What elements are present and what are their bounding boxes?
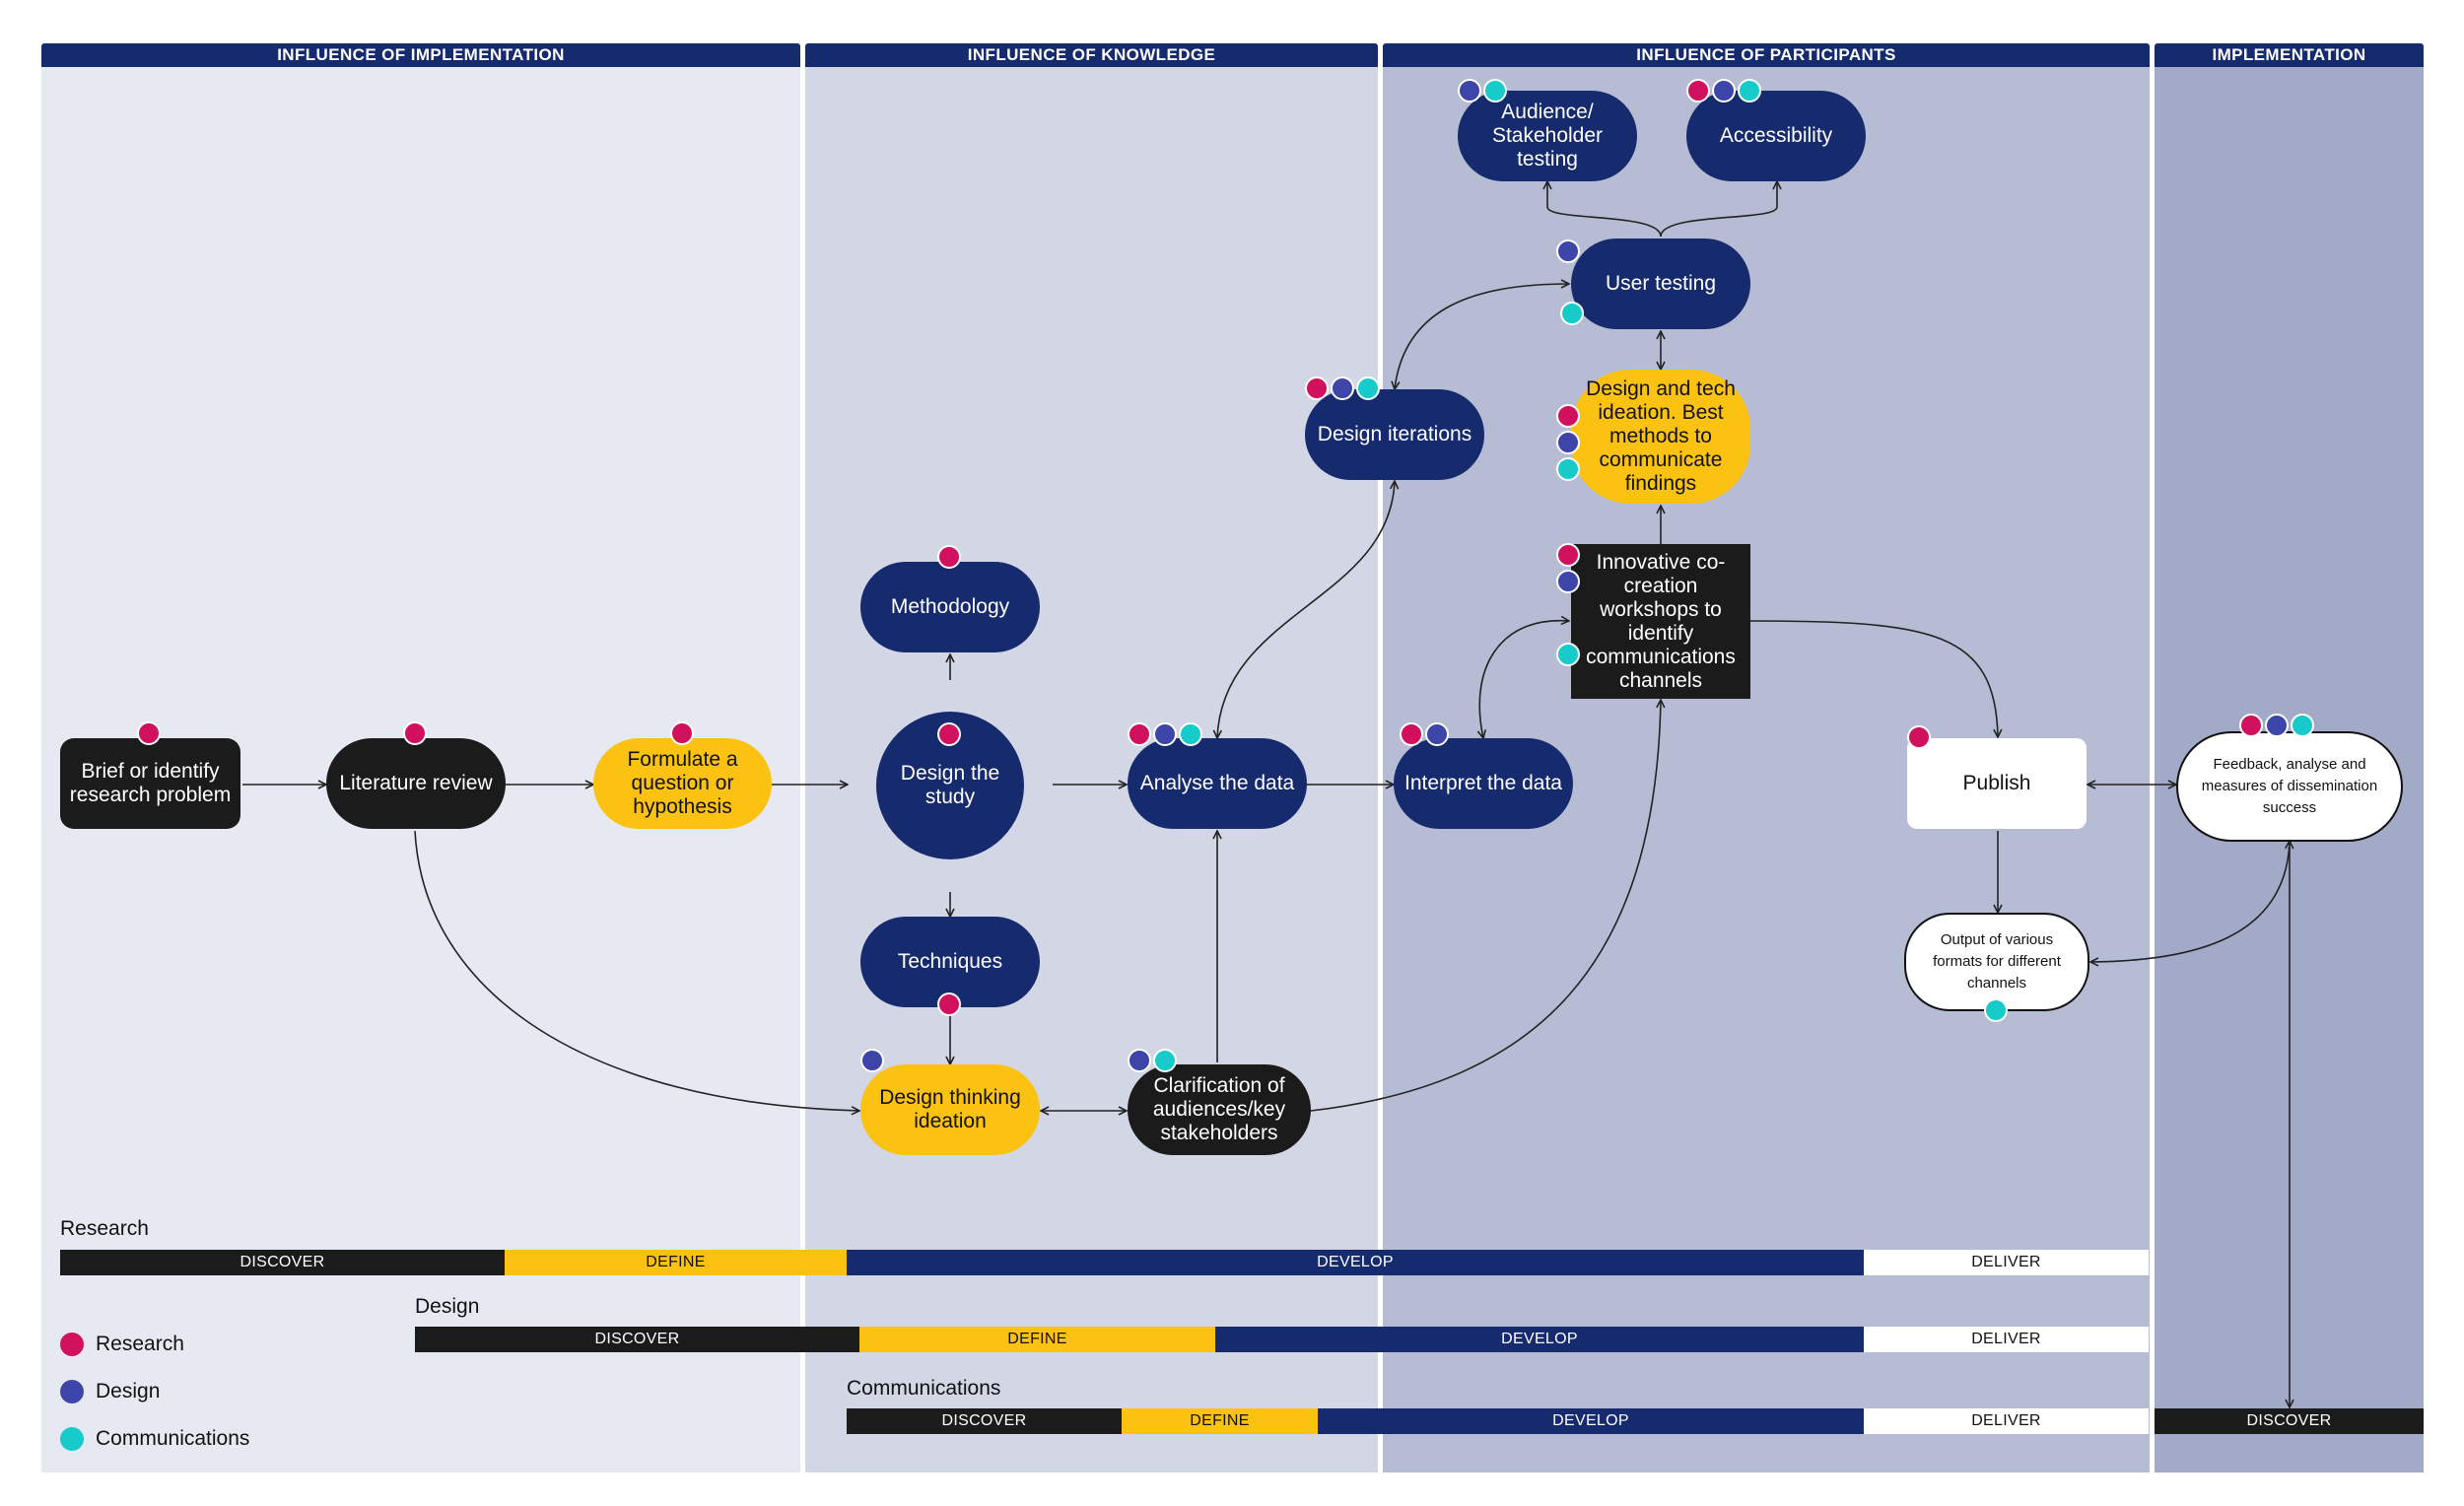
research-dot — [1305, 376, 1329, 400]
design-dot — [860, 1049, 884, 1072]
node-audience-stakeholder-testing[interactable]: Audience/ Stakeholder testing — [1458, 91, 1637, 181]
legend-design-dot — [60, 1380, 84, 1403]
track-label-design: Design — [415, 1295, 480, 1318]
design-dot — [2265, 714, 2289, 737]
design-dot — [1128, 1049, 1151, 1072]
design-phase-discover: DISCOVER — [415, 1327, 859, 1352]
communications-dot — [1556, 643, 1580, 666]
communications-phase-define: DEFINE — [1122, 1408, 1318, 1434]
node-user-testing[interactable]: User testing — [1571, 239, 1750, 329]
research-dot — [1686, 79, 1710, 103]
legend-communications: Communications — [60, 1427, 249, 1451]
arrow-analyse-design-iterations — [1217, 481, 1395, 738]
research-dot — [1556, 543, 1580, 567]
track-label-research: Research — [60, 1217, 149, 1240]
node-literature-review[interactable]: Literature review — [326, 738, 506, 829]
communications-dot — [1356, 376, 1380, 400]
node-analyse-the-data[interactable]: Analyse the data — [1128, 738, 1307, 829]
arrow-clarification-to-innovative — [1310, 700, 1661, 1112]
communications-phase-deliver: DELIVER — [1864, 1408, 2149, 1434]
communications-phase-develop: DEVELOP — [1318, 1408, 1864, 1434]
node-interpret-the-data[interactable]: Interpret the data — [1394, 738, 1573, 829]
research-dot — [1400, 722, 1423, 746]
legend-research: Research — [60, 1333, 184, 1356]
research-dot — [1128, 722, 1151, 746]
node-design-the-study[interactable]: Design the study — [876, 712, 1024, 859]
communications-phase-discover-implementation: DISCOVER — [2155, 1408, 2424, 1434]
legend-design: Design — [60, 1380, 160, 1403]
design-dot — [1712, 79, 1736, 103]
design-phase-develop: DEVELOP — [1215, 1327, 1864, 1352]
node-clarification-audiences[interactable]: Clarification of audiences/key stakehold… — [1128, 1064, 1311, 1155]
arrow-design-iterations-user-testing — [1395, 284, 1569, 389]
design-phase-deliver: DELIVER — [1864, 1327, 2149, 1352]
communications-dot — [1738, 79, 1761, 103]
node-publish[interactable]: Publish — [1907, 738, 2087, 829]
node-innovative-workshops[interactable]: Innovative co-creation workshops to iden… — [1571, 544, 1750, 699]
node-feedback-dissemination[interactable]: Feedback, analyse and measures of dissem… — [2176, 731, 2403, 842]
research-dot — [137, 721, 161, 745]
design-dot — [1556, 570, 1580, 593]
track-label-communications: Communications — [847, 1377, 1001, 1400]
arrow-user-testing-to-accessibility — [1660, 181, 1777, 238]
research-dot — [937, 993, 961, 1016]
research-dot — [1907, 725, 1931, 749]
communications-dot — [1560, 302, 1584, 325]
design-dot — [1425, 722, 1449, 746]
arrow-literature-to-design-thinking — [414, 830, 859, 1111]
node-methodology[interactable]: Methodology — [860, 562, 1040, 652]
communications-dot — [1179, 722, 1202, 746]
communications-phase-discover: DISCOVER — [847, 1408, 1122, 1434]
design-dot — [1153, 722, 1177, 746]
design-dot — [1556, 431, 1580, 454]
arrow-feedback-to-output — [2090, 841, 2290, 962]
communications-dot — [1556, 457, 1580, 481]
research-dot — [670, 721, 694, 745]
research-dot — [2239, 714, 2263, 737]
communications-dot — [2291, 714, 2314, 737]
node-brief[interactable]: Brief or identify research problem — [60, 738, 240, 829]
research-dot — [937, 545, 961, 569]
research-phase-deliver: DELIVER — [1864, 1250, 2149, 1275]
column-header-implementation: IMPLEMENTATION — [2155, 43, 2424, 67]
design-dot — [1331, 376, 1354, 400]
design-dot — [1556, 240, 1580, 263]
node-design-thinking-ideation[interactable]: Design thinking ideation — [860, 1064, 1040, 1155]
node-output-various-formats[interactable]: Output of various formats for different … — [1904, 913, 2089, 1011]
legend-research-dot — [60, 1333, 84, 1356]
communications-dot — [1483, 79, 1507, 103]
research-phase-discover: DISCOVER — [60, 1250, 505, 1275]
column-header-influence-of-knowledge: INFLUENCE OF KNOWLEDGE — [805, 43, 1378, 67]
arrow-user-testing-to-audience-testing — [1547, 181, 1662, 238]
legend-research-label: Research — [96, 1333, 184, 1355]
legend-communications-dot — [60, 1427, 84, 1451]
arrow-interpret-innovative — [1479, 621, 1569, 738]
node-techniques[interactable]: Techniques — [860, 917, 1040, 1007]
research-dot — [403, 721, 427, 745]
design-phase-define: DEFINE — [859, 1327, 1215, 1352]
research-phase-define: DEFINE — [505, 1250, 847, 1275]
legend-communications-label: Communications — [96, 1427, 250, 1450]
research-phase-develop: DEVELOP — [847, 1250, 1864, 1275]
node-accessibility[interactable]: Accessibility — [1686, 91, 1866, 181]
node-formulate-question[interactable]: Formulate a question or hypothesis — [593, 738, 772, 829]
column-header-influence-of-participants: INFLUENCE OF PARTICIPANTS — [1383, 43, 2150, 67]
research-dot — [1556, 404, 1580, 428]
research-dot — [937, 722, 961, 746]
node-design-iterations[interactable]: Design iterations — [1305, 389, 1484, 480]
column-header-influence-of-implementation: INFLUENCE OF IMPLEMENTATION — [41, 43, 800, 67]
design-dot — [1458, 79, 1481, 103]
arrow-innovative-to-publish — [1749, 620, 1998, 737]
communications-dot — [1153, 1049, 1177, 1072]
legend-design-label: Design — [96, 1380, 161, 1403]
communications-dot — [1984, 998, 2008, 1022]
node-design-tech-ideation[interactable]: Design and tech ideation. Best methods t… — [1571, 370, 1750, 504]
